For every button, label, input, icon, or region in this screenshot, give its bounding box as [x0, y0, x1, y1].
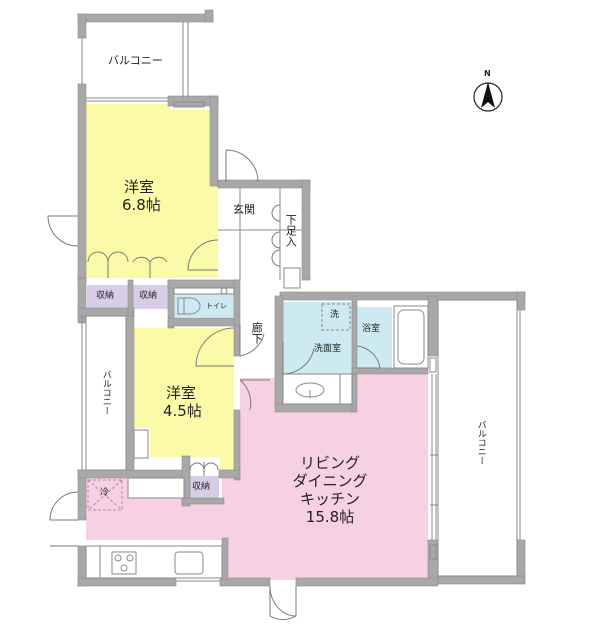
storage-1-area: [87, 285, 129, 309]
western-room-2-size: 4.5帖: [163, 402, 202, 420]
bathroom-label: 浴室: [362, 324, 381, 334]
storage-1-label: 収納: [96, 291, 115, 301]
entrance-label: 玄関: [233, 203, 255, 216]
western-room-2-area: [134, 328, 234, 470]
washroom-label: 洗面室: [314, 344, 342, 354]
hallway-label: 廊下: [250, 322, 264, 344]
storage-3-label: 収納: [192, 482, 211, 492]
toilet-area: [174, 294, 234, 317]
north-arrow-icon: [473, 82, 503, 112]
balcony-top-area: [84, 22, 206, 98]
compass-north-label: N: [484, 69, 491, 78]
fridge-space-label: 冷: [100, 488, 110, 498]
western-room-1-size: 6.8帖: [122, 196, 161, 214]
toilet-label: トイレ: [206, 302, 227, 310]
western-room-1-label: 洋室: [124, 178, 155, 196]
ldk-label-line2: ダイニング: [292, 472, 368, 490]
ldk-size: 15.8帖: [305, 508, 355, 526]
storage-2-label: 収納: [139, 291, 158, 301]
ldk-area: [86, 374, 428, 580]
shoe-storage-label: 下足入: [284, 214, 298, 247]
western-room-1-area: [86, 104, 218, 278]
balcony-right-label: バルコニー: [475, 420, 486, 465]
ldk-label-line1: リビング: [299, 454, 360, 472]
bathroom-area: [357, 307, 392, 368]
ldk-label-line3: キッチン: [299, 490, 360, 508]
storage-2-area: [133, 285, 168, 309]
western-room-2-label: 洋室: [166, 384, 197, 402]
fixtures: [81, 22, 521, 582]
door-swings: [47, 149, 381, 620]
washroom-area: [283, 302, 352, 374]
washer-space-label: 洗: [330, 310, 340, 320]
balcony-left-label: バルコニー: [100, 370, 111, 415]
walls: [77, 9, 526, 587]
storage-3-area: [189, 476, 219, 500]
balcony-top-label: バルコニー: [108, 54, 163, 67]
